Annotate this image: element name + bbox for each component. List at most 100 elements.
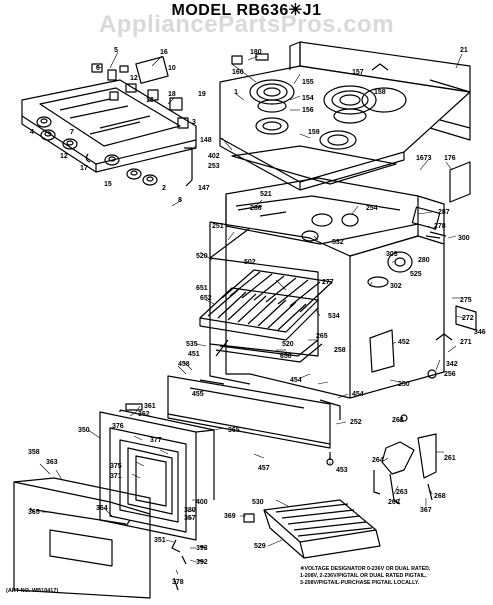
callout-19: 19 (198, 91, 206, 98)
callout-303: 303 (386, 251, 398, 258)
callout-5: 5 (114, 47, 118, 54)
oven-body (209, 177, 445, 399)
callout-350: 350 (78, 427, 90, 434)
callout-8: 8 (178, 197, 182, 204)
callout-351: 351 (154, 537, 166, 544)
callout-652: 652 (200, 295, 212, 302)
voltage-note: ✳VOLTAGE DESIGNATOR 0-236V OR DUAL RATED… (300, 566, 490, 587)
callout-521: 521 (260, 191, 272, 198)
callout-12-top: 12 (130, 75, 138, 82)
misc-hardware (171, 539, 207, 591)
leader-lines (39, 51, 465, 575)
burner-box (231, 145, 397, 185)
callout-452: 452 (398, 339, 410, 346)
control-panel[interactable] (21, 79, 197, 173)
callout-520: 520 (196, 253, 208, 260)
callout-530: 530 (252, 499, 264, 506)
callout-147: 147 (198, 185, 210, 192)
callout-457: 457 (258, 465, 270, 472)
callout-252: 252 (350, 419, 362, 426)
callout-378: 378 (172, 579, 184, 586)
callout-392: 392 (196, 559, 208, 566)
callout-13: 13 (146, 97, 154, 104)
callout-261: 261 (444, 455, 456, 462)
callout-380: 380 (184, 507, 196, 514)
callout-1673: 1673 (416, 155, 432, 162)
callout-15: 15 (104, 181, 112, 188)
callout-6: 6 (96, 65, 100, 72)
callout-280: 280 (418, 257, 430, 264)
callout-455: 455 (192, 391, 204, 398)
callout-453: 453 (336, 467, 348, 474)
callout-502: 502 (244, 259, 256, 266)
callout-454-right: 454 (352, 391, 364, 398)
callout-148: 148 (200, 137, 212, 144)
callout-651: 651 (196, 285, 208, 292)
callout-7: 7 (70, 129, 74, 136)
model-title: MODEL RB636✳J1 (171, 2, 322, 19)
callout-250: 250 (398, 381, 410, 388)
callout-342: 342 (446, 361, 458, 368)
callout-17: 17 (80, 165, 88, 172)
callout-362: 362 (138, 411, 150, 418)
broiler-pan[interactable] (243, 499, 381, 559)
callout-260: 260 (388, 499, 400, 506)
callout-12-left: 12 (60, 153, 68, 160)
voltage-note-line-1: ✳VOLTAGE DESIGNATOR 0-236V OR DUAL RATED… (300, 566, 431, 572)
voltage-note-line-2: 1-208V, 2-236V/PIGTAIL OR DUAL RATED PIG… (300, 573, 427, 579)
callout-2: 2 (162, 185, 166, 192)
callout-363: 363 (46, 459, 58, 466)
voltage-note-line-3: 3-208V/PIGTAIL-PURCHASE PIGTAIL LOCALLY. (300, 580, 420, 586)
callout-377: 377 (150, 437, 162, 444)
callout-300: 300 (458, 235, 470, 242)
callout-180: 180 (250, 49, 262, 56)
callout-451: 451 (188, 351, 200, 358)
watermark: AppliancePartsPros.com (98, 11, 395, 38)
callout-159: 159 (308, 129, 320, 136)
callout-400: 400 (196, 499, 208, 506)
callout-labels: 5 16 180 21 6 10 160 157 12 155 158 1 18… (28, 47, 486, 586)
callout-346: 346 (474, 329, 486, 336)
callout-458: 458 (178, 361, 190, 368)
callout-176: 176 (444, 155, 456, 162)
art-number: (ART NO. WB10417) (6, 588, 59, 594)
callout-454: 454 (290, 377, 302, 384)
callout-157: 157 (352, 69, 364, 76)
callout-520-lower: 520 (282, 341, 294, 348)
thermostat-hardware[interactable] (311, 161, 477, 379)
callout-160: 160 (232, 69, 244, 76)
switch-components (85, 56, 193, 187)
callout-302: 302 (390, 283, 402, 290)
callout-367: 367 (420, 507, 432, 514)
callout-265: 265 (316, 333, 328, 340)
callout-393: 393 (196, 545, 208, 552)
oven-door-outer[interactable] (13, 477, 151, 599)
callout-158: 158 (374, 89, 386, 96)
callout-365-left: 365 (28, 509, 40, 516)
cooktop[interactable] (219, 41, 471, 191)
callout-272: 272 (462, 315, 474, 322)
callout-402: 402 (208, 153, 220, 160)
oven-racks[interactable] (199, 269, 333, 341)
callout-154: 154 (302, 95, 314, 102)
control-knobs[interactable] (36, 116, 158, 186)
callout-287: 287 (438, 209, 450, 216)
callout-357: 357 (184, 515, 196, 522)
callout-358: 358 (28, 449, 40, 456)
callout-375: 375 (110, 463, 122, 470)
callout-529: 529 (254, 543, 266, 550)
callout-155: 155 (302, 79, 314, 86)
callout-263: 263 (396, 489, 408, 496)
callout-286: 286 (250, 205, 262, 212)
callout-1: 1 (234, 89, 238, 96)
callout-18: 18 (168, 91, 176, 98)
bake-element[interactable] (215, 339, 323, 363)
callout-376: 376 (112, 423, 124, 430)
callout-534: 534 (328, 313, 340, 320)
kick-panel[interactable] (167, 375, 341, 449)
callout-278: 278 (434, 223, 446, 230)
callout-650: 650 (280, 353, 292, 360)
callout-365-mid: 365 (228, 427, 240, 434)
surface-units[interactable] (231, 53, 389, 150)
